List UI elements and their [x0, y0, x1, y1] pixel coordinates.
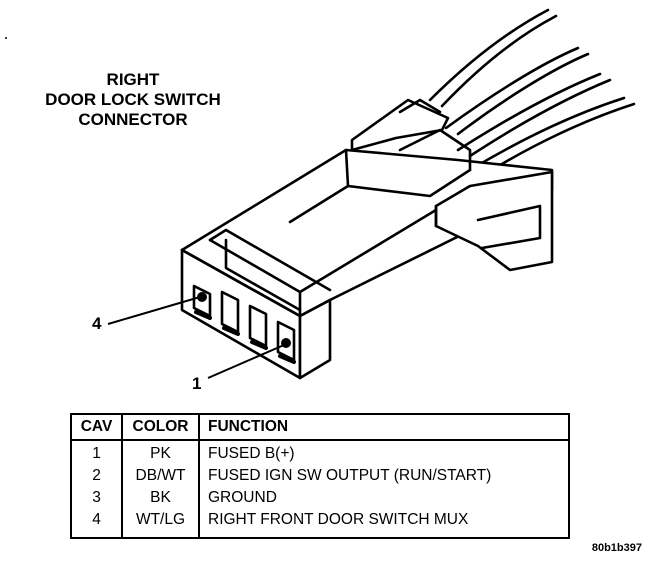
row-4-function: RIGHT FRONT DOOR SWITCH MUX: [208, 511, 469, 528]
row-3-function: GROUND: [208, 489, 277, 506]
column-divider: [121, 415, 123, 537]
header-function: FUNCTION: [208, 418, 289, 435]
title-line-2: DOOR LOCK SWITCH: [45, 90, 221, 109]
pinout-table: CAV COLOR FUNCTION 1 PK FUSED B(+) 2 DB/…: [70, 413, 570, 539]
row-2-cav: 2: [92, 467, 101, 484]
callout-label-4: 4: [92, 314, 102, 333]
row-4-color: WT/LG: [135, 511, 186, 528]
header-cav: CAV: [80, 418, 113, 435]
connector-illustration: [5, 8, 636, 380]
cavity-3: [220, 290, 240, 336]
row-2-color: DB/WT: [135, 467, 186, 484]
row-1-cav: 1: [92, 445, 101, 462]
callout-label-1: 1: [192, 374, 202, 393]
cavity-2: [248, 304, 268, 350]
row-2-function: FUSED IGN SW OUTPUT (RUN/START): [208, 467, 492, 484]
pin-4-terminal: [197, 292, 207, 302]
title-line-1: RIGHT: [106, 70, 160, 89]
callout-leader-1: [207, 344, 285, 379]
figure-id: 80b1b397: [591, 542, 642, 554]
row-4-cav: 4: [92, 511, 101, 528]
row-1-function: FUSED B(+): [208, 445, 295, 462]
column-divider: [198, 415, 200, 537]
header-color: COLOR: [132, 418, 189, 435]
table-header: CAV COLOR FUNCTION: [72, 415, 568, 441]
wire-bundle: [428, 8, 636, 178]
specks: [5, 37, 7, 39]
callout-leader-4: [107, 296, 201, 325]
diagram-title: RIGHT DOOR LOCK SWITCH CONNECTOR: [18, 70, 248, 130]
row-1-color: PK: [150, 445, 171, 462]
row-3-cav: 3: [92, 489, 101, 506]
row-3-color: BK: [150, 489, 171, 506]
connector-housing: [180, 128, 554, 380]
title-line-3: CONNECTOR: [78, 110, 188, 129]
